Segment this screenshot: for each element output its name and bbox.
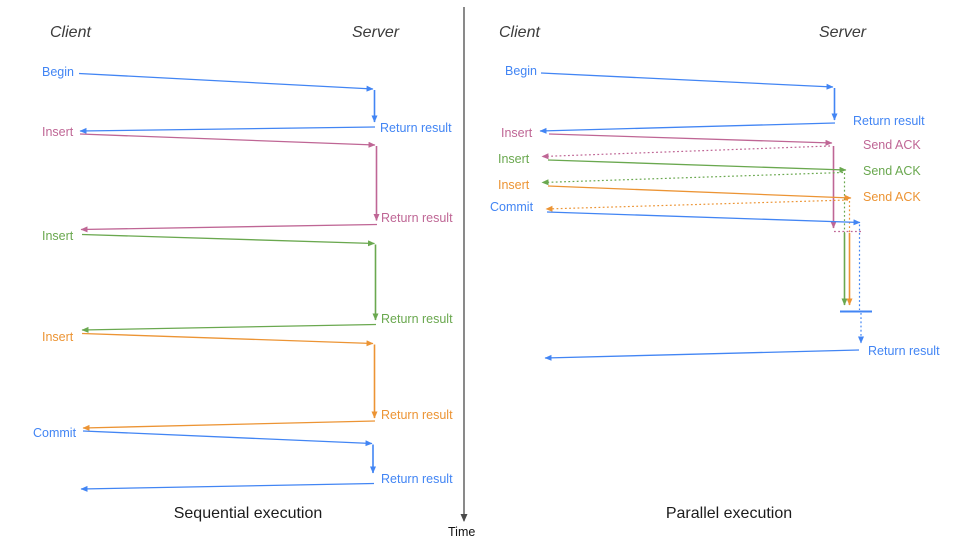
par-begin-response-arrow (539, 122, 836, 134)
seq-insert1-label: Insert (42, 125, 74, 139)
time-axis-label: Time (448, 525, 475, 539)
seq-insert2-request-arrow (81, 233, 375, 247)
par-begin-label: Begin (505, 64, 537, 78)
par-insert3-request-arrow (547, 185, 852, 201)
par-insert3-ack-label: Send ACK (863, 190, 921, 204)
sequential-title: Sequential execution (174, 505, 323, 522)
par-message-insert-2: Insert Send ACK (498, 152, 921, 306)
seq-insert2-response-arrow (81, 323, 377, 333)
time-axis: Time (448, 7, 475, 539)
sequential-diagram: Client Server Begin Return result Insert… (33, 24, 453, 522)
par-commit-label: Commit (490, 200, 534, 214)
seq-insert3-response-arrow (82, 420, 376, 431)
par-commit-response-arrow (544, 349, 860, 361)
par-message-insert-3: Insert Send ACK (498, 178, 921, 306)
par-insert1-request-arrow (548, 133, 833, 146)
par-insert2-ack-label: Send ACK (863, 164, 921, 178)
seq-insert1-response-arrow (80, 223, 378, 233)
seq-server-header: Server (352, 24, 400, 41)
par-client-header: Client (499, 24, 540, 41)
seq-message-insert-2: Insert Return result (42, 229, 453, 333)
par-message-commit: Commit Return result (490, 200, 940, 361)
seq-commit-response-label: Return result (381, 472, 453, 486)
seq-commit-response-arrow (80, 482, 375, 492)
par-commit-response-label: Return result (868, 344, 940, 358)
seq-begin-response-label: Return result (380, 121, 452, 135)
seq-insert1-request-arrow (79, 133, 376, 148)
seq-message-begin: Begin Return result (42, 65, 452, 135)
par-insert1-ack-arrow (541, 145, 831, 160)
par-commit-request-arrow (546, 211, 861, 226)
par-begin-request-arrow (540, 72, 834, 90)
seq-client-header: Client (50, 24, 91, 41)
seq-commit-label: Commit (33, 426, 77, 440)
par-insert1-ack-label: Send ACK (863, 138, 921, 152)
seq-insert3-label: Insert (42, 330, 74, 344)
seq-insert2-response-label: Return result (381, 312, 453, 326)
parallel-diagram: Client Server Begin Return result Insert… (490, 24, 940, 522)
par-begin-response-label: Return result (853, 114, 925, 128)
seq-message-commit: Commit Return result (33, 426, 453, 492)
seq-insert2-label: Insert (42, 229, 74, 243)
par-insert2-ack-arrow (541, 171, 844, 186)
par-insert2-label: Insert (498, 152, 530, 166)
seq-begin-response-arrow (79, 126, 376, 134)
seq-message-insert-3: Insert Return result (42, 330, 453, 431)
seq-message-insert-1: Insert Return result (42, 125, 453, 233)
par-message-insert-1: Insert Send ACK (501, 126, 921, 233)
par-insert3-label: Insert (498, 178, 530, 192)
seq-commit-request-arrow (82, 430, 373, 447)
seq-begin-label: Begin (42, 65, 74, 79)
seq-begin-request-arrow (78, 72, 374, 92)
seq-insert3-response-label: Return result (381, 408, 453, 422)
par-insert1-label: Insert (501, 126, 533, 140)
par-insert3-ack-arrow (545, 199, 849, 212)
seq-insert1-response-label: Return result (381, 211, 453, 225)
par-server-header: Server (819, 24, 867, 41)
seq-insert3-request-arrow (81, 332, 374, 347)
par-message-begin: Begin Return result (505, 64, 925, 134)
par-insert2-request-arrow (547, 159, 847, 173)
parallel-title: Parallel execution (666, 505, 792, 522)
